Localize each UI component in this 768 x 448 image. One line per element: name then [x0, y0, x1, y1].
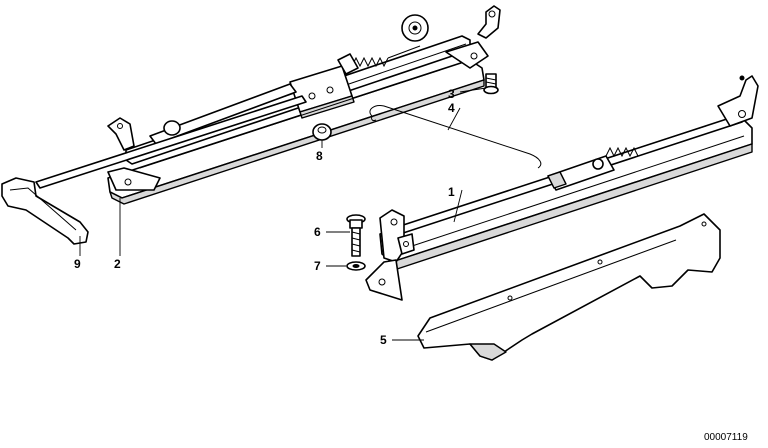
callout-5: 5	[380, 333, 387, 347]
callout-4: 4	[448, 101, 455, 115]
callout-1: 1	[448, 185, 455, 199]
callout-3: 3	[448, 87, 455, 101]
bolt-part-6[interactable]	[346, 214, 366, 257]
callout-7: 7	[314, 259, 321, 273]
trim-cover-part-5[interactable]	[417, 213, 721, 361]
release-handle[interactable]	[1, 177, 89, 245]
leader-lines	[79, 87, 487, 341]
washer-part-7[interactable]	[346, 261, 366, 271]
nut-part-8[interactable]	[312, 123, 332, 141]
cable-wire-part-4[interactable]	[369, 105, 542, 169]
bolt-part-3[interactable]	[483, 73, 499, 95]
callout-8: 8	[316, 149, 323, 163]
document-number: 00007119	[704, 432, 748, 443]
left-seat-rail[interactable]	[35, 5, 501, 205]
callout-9: 9	[74, 257, 81, 271]
callout-2: 2	[114, 257, 121, 271]
callout-6: 6	[314, 225, 321, 239]
right-seat-rail[interactable]	[365, 75, 759, 301]
